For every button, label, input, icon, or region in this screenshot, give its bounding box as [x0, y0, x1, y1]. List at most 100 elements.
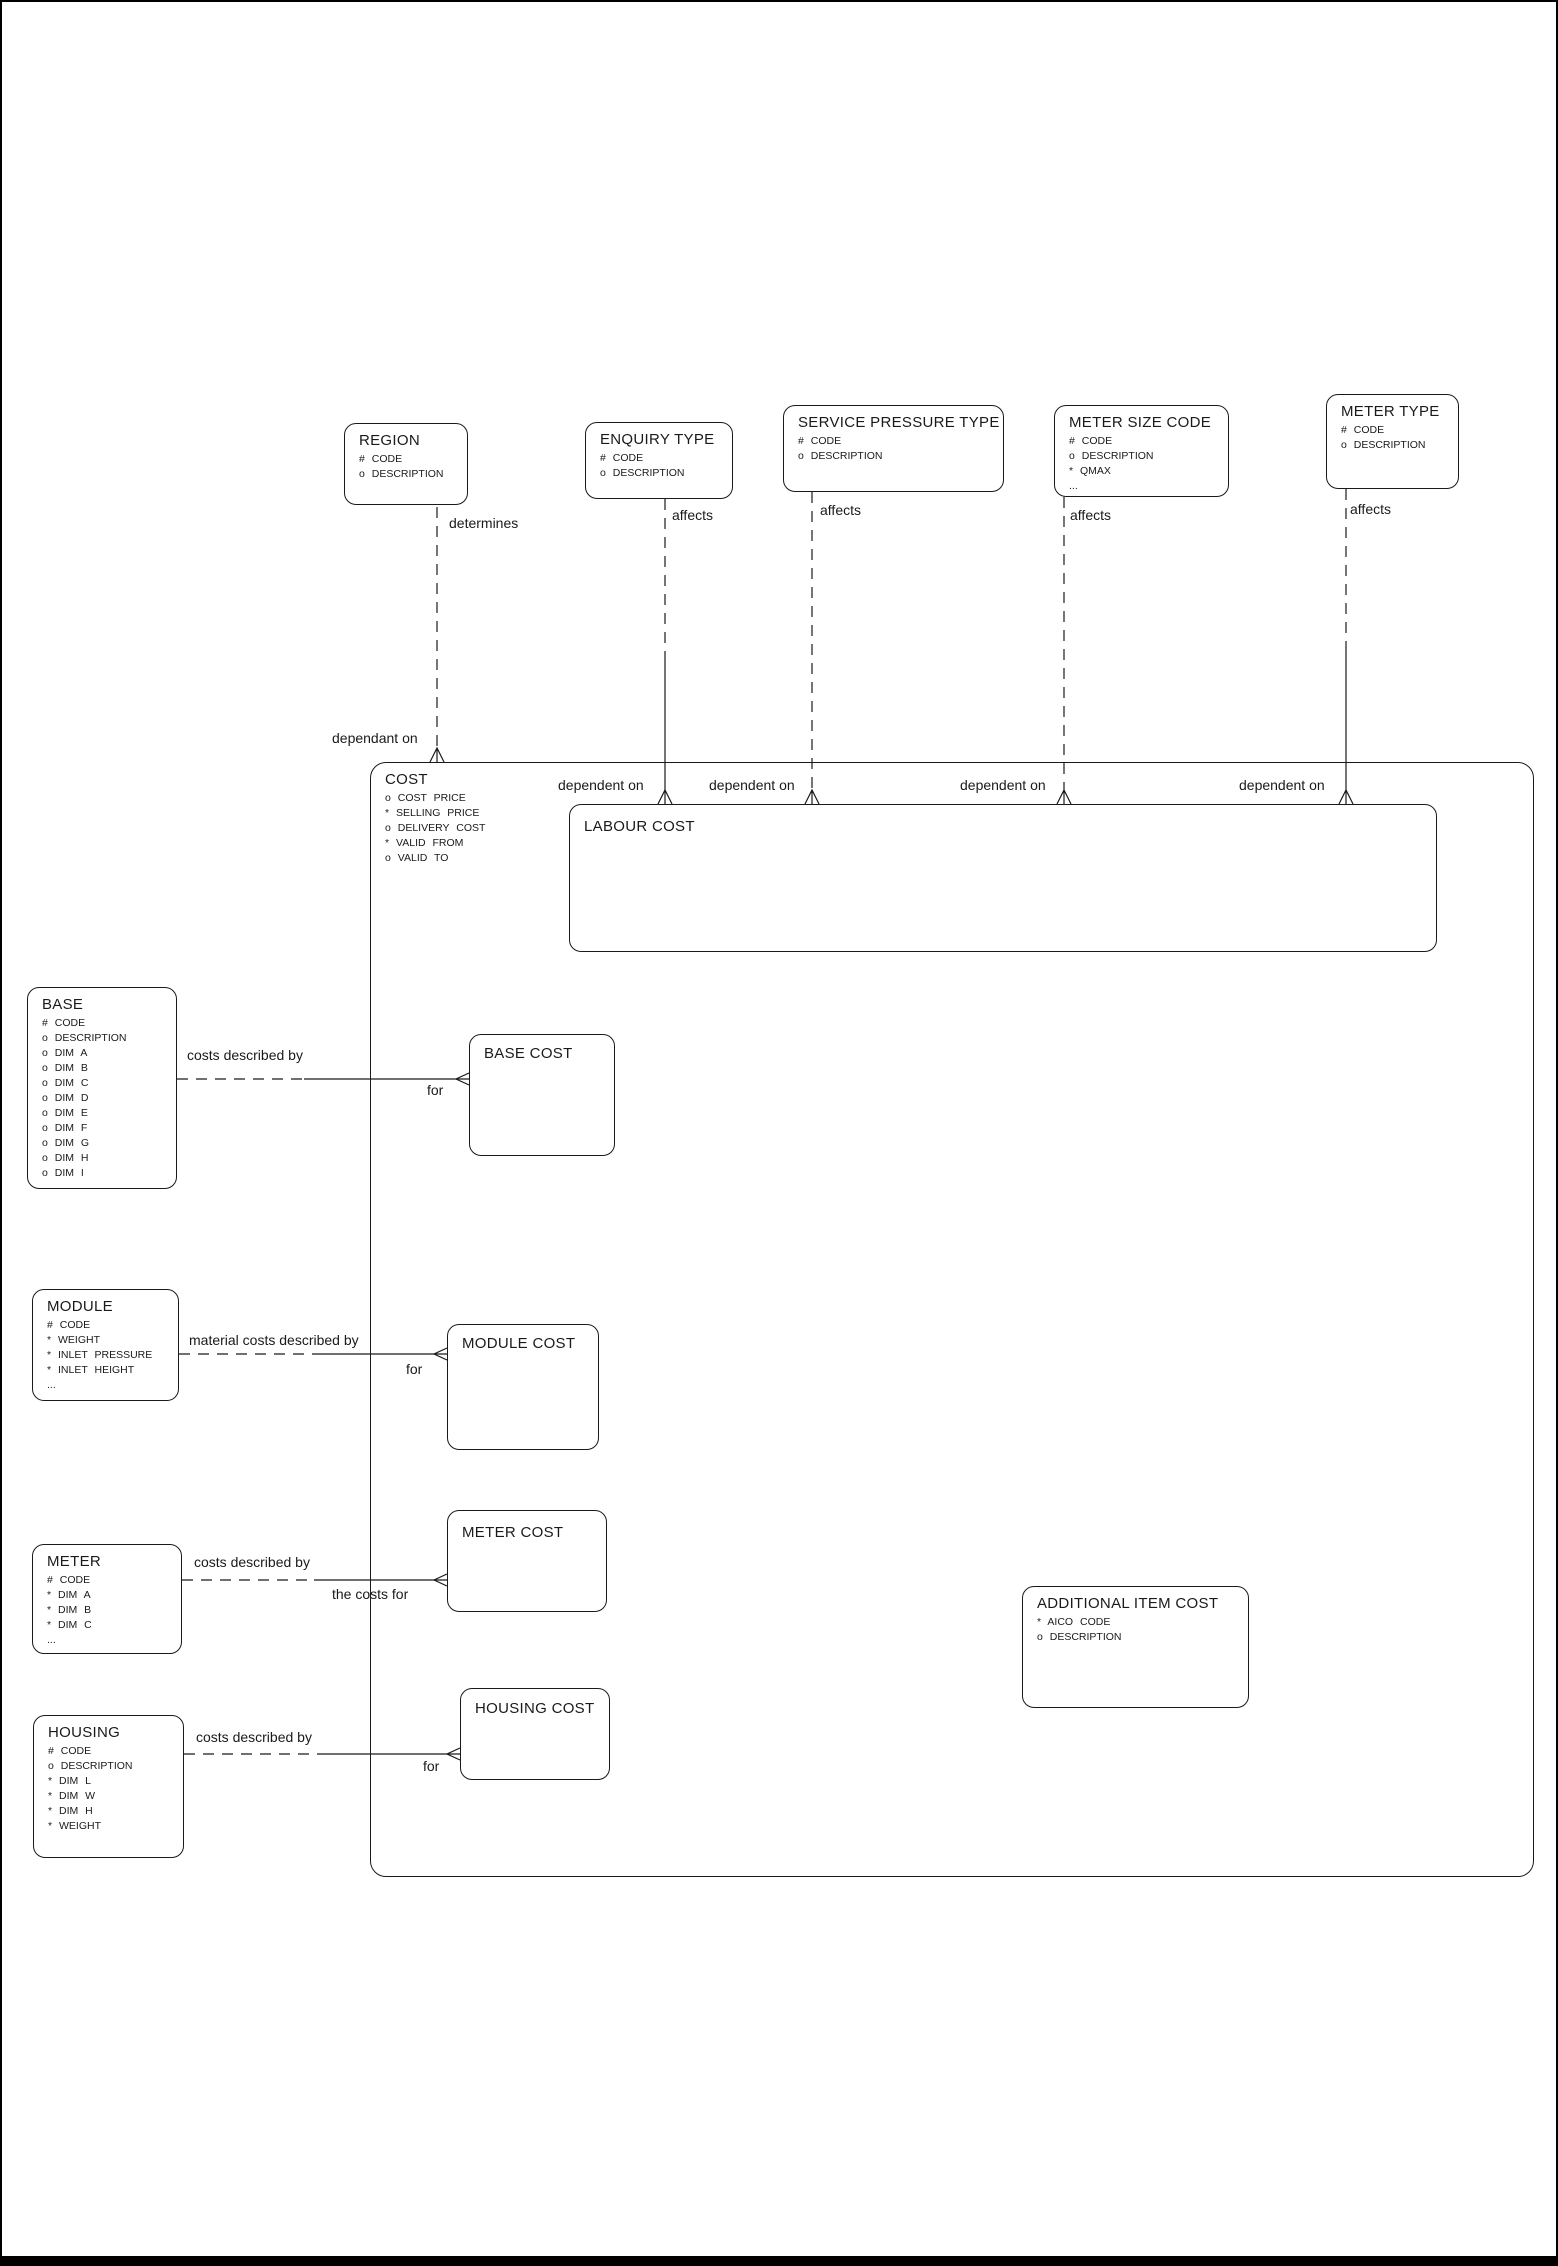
- attribute-list: # CODE o DESCRIPTION: [359, 452, 459, 482]
- entity-title: SERVICE PRESSURE TYPE: [798, 414, 1000, 431]
- relationship-line-service-labour: [804, 492, 820, 805]
- entity-box-module[interactable]: MODULE # CODE * WEIGHT * INLET PRESSURE …: [32, 1289, 179, 1401]
- relationship-label-affects: affects: [672, 507, 713, 523]
- relationship-label-affects: affects: [820, 502, 861, 518]
- attribute-list: o COST PRICE * SELLING PRICE o DELIVERY …: [385, 791, 1525, 866]
- entity-attribute: * INLET PRESSURE: [47, 1349, 153, 1361]
- entity-box-meter-size-code[interactable]: METER SIZE CODE # CODE o DESCRIPTION * Q…: [1054, 405, 1229, 497]
- entity-attribute: # CODE: [1341, 424, 1385, 436]
- relationship-label-for: for: [427, 1082, 444, 1098]
- entity-attribute: ...: [1069, 480, 1078, 492]
- relationship-label-determines: determines: [449, 515, 519, 531]
- entity-box-additional-item-cost[interactable]: ADDITIONAL ITEM COST * AICO CODE o DESCR…: [1022, 1586, 1249, 1708]
- entity-box-housing-cost[interactable]: HOUSING COST: [460, 1688, 610, 1780]
- entity-attribute: o DIM A: [42, 1047, 88, 1059]
- entity-attribute: o COST PRICE: [385, 792, 466, 804]
- attribute-list: # CODE o DESCRIPTION * QMAX ...: [1069, 434, 1220, 494]
- entity-box-housing[interactable]: HOUSING # CODE o DESCRIPTION * DIM L * D…: [33, 1715, 184, 1858]
- entity-title: BASE: [42, 996, 84, 1013]
- relationship-line-region-cost: [429, 507, 445, 763]
- entity-attribute: o DELIVERY COST: [385, 822, 486, 834]
- relationship-label-dependent-on: dependent on: [709, 777, 795, 793]
- relationship-label-dependent-on: dependent on: [960, 777, 1046, 793]
- entity-attribute: o DESCRIPTION: [1341, 439, 1426, 451]
- entity-attribute: o DIM I: [42, 1167, 84, 1179]
- entity-title: HOUSING COST: [475, 1700, 595, 1717]
- entity-box-base[interactable]: BASE # CODE o DESCRIPTION o DIM A o DIM …: [27, 987, 177, 1189]
- entity-attribute: * DIM L: [48, 1775, 92, 1787]
- entity-title: METER SIZE CODE: [1069, 414, 1212, 431]
- entity-attribute: # CODE: [47, 1319, 91, 1331]
- entity-title: COST: [385, 771, 428, 788]
- entity-attribute: o DESCRIPTION: [1037, 1631, 1122, 1643]
- entity-attribute: * SELLING PRICE: [385, 807, 480, 819]
- entity-attribute: o VALID TO: [385, 852, 449, 864]
- attribute-list: # CODE o DESCRIPTION: [798, 434, 995, 464]
- entity-attribute: o DIM D: [42, 1092, 89, 1104]
- entity-attribute: * AICO CODE: [1037, 1616, 1111, 1628]
- entity-box-module-cost[interactable]: MODULE COST: [447, 1324, 599, 1450]
- entity-title: ENQUIRY TYPE: [600, 431, 715, 448]
- attribute-list: # CODE o DESCRIPTION: [1341, 423, 1450, 453]
- entity-attribute: * DIM H: [48, 1805, 93, 1817]
- relationship-label-costs-described-by: costs described by: [187, 1047, 303, 1063]
- entity-box-meter-type[interactable]: METER TYPE # CODE o DESCRIPTION: [1326, 394, 1459, 489]
- entity-attribute: o DIM E: [42, 1107, 88, 1119]
- relationship-line-metertype-labour: [1338, 489, 1354, 805]
- relationship-label-dependent-on: dependent on: [558, 777, 644, 793]
- entity-attribute: o DIM C: [42, 1077, 89, 1089]
- crows-foot-icon: [429, 746, 445, 763]
- entity-title: HOUSING: [48, 1724, 121, 1741]
- relationship-line-enquiry-labour: [657, 499, 673, 805]
- relationship-label-costs-described-by: costs described by: [194, 1554, 310, 1570]
- relationship-label-for: for: [406, 1361, 423, 1377]
- entity-attribute: # CODE: [47, 1574, 91, 1586]
- entity-title: MODULE COST: [462, 1335, 576, 1352]
- attribute-list: # CODE * DIM A * DIM B * DIM C ...: [47, 1573, 173, 1648]
- entity-attribute: # CODE: [1069, 435, 1113, 447]
- entity-title: METER: [47, 1553, 101, 1570]
- entity-attribute: * DIM B: [47, 1604, 92, 1616]
- entity-box-region[interactable]: REGION # CODE o DESCRIPTION: [344, 423, 468, 505]
- attribute-list: # CODE o DESCRIPTION o DIM A o DIM B o D…: [42, 1016, 168, 1181]
- entity-attribute: ...: [47, 1634, 56, 1646]
- attribute-list: # CODE * WEIGHT * INLET PRESSURE * INLET…: [47, 1318, 170, 1393]
- attribute-list: * AICO CODE o DESCRIPTION: [1037, 1615, 1240, 1645]
- entity-title: LABOUR COST: [584, 818, 695, 835]
- entity-attribute: o DIM F: [42, 1122, 88, 1134]
- relationship-label-dependent-on: dependent on: [1239, 777, 1325, 793]
- attribute-list: # CODE o DESCRIPTION * DIM L * DIM W * D…: [48, 1744, 175, 1834]
- entity-attribute: o DIM B: [42, 1062, 88, 1074]
- entity-box-enquiry-type[interactable]: ENQUIRY TYPE # CODE o DESCRIPTION: [585, 422, 733, 499]
- relationship-line-metersize-labour: [1056, 497, 1072, 805]
- entity-attribute: # CODE: [48, 1745, 92, 1757]
- entity-box-base-cost[interactable]: BASE COST: [469, 1034, 615, 1156]
- entity-attribute: # CODE: [798, 435, 842, 447]
- entity-box-cost[interactable]: COST o COST PRICE * SELLING PRICE o DELI…: [370, 762, 1534, 1877]
- entity-box-labour-cost[interactable]: LABOUR COST: [569, 804, 1437, 952]
- entity-box-service-pressure-type[interactable]: SERVICE PRESSURE TYPE # CODE o DESCRIPTI…: [783, 405, 1004, 492]
- entity-box-meter[interactable]: METER # CODE * DIM A * DIM B * DIM C ...: [32, 1544, 182, 1654]
- relationship-label-the-costs-for: the costs for: [332, 1586, 409, 1602]
- relationship-label-for: for: [423, 1758, 440, 1774]
- entity-attribute: # CODE: [600, 452, 644, 464]
- relationship-label-affects: affects: [1070, 507, 1111, 523]
- relationship-label-costs-described-by: costs described by: [196, 1729, 312, 1745]
- entity-box-meter-cost[interactable]: METER COST: [447, 1510, 607, 1612]
- entity-title: METER TYPE: [1341, 403, 1440, 420]
- relationship-label-affects: affects: [1350, 501, 1391, 517]
- entity-attribute: o DESCRIPTION: [600, 467, 685, 479]
- entity-attribute: ...: [47, 1379, 56, 1391]
- entity-attribute: * INLET HEIGHT: [47, 1364, 135, 1376]
- attribute-list: # CODE o DESCRIPTION: [600, 451, 724, 481]
- entity-attribute: * VALID FROM: [385, 837, 464, 849]
- relationship-label-dependant-on: dependant on: [332, 730, 418, 746]
- entity-attribute: * WEIGHT: [48, 1820, 101, 1832]
- relationship-label-material-costs-described-by: material costs described by: [189, 1332, 359, 1348]
- entity-title: BASE COST: [484, 1045, 573, 1062]
- entity-attribute: o DIM H: [42, 1152, 89, 1164]
- entity-attribute: * DIM A: [47, 1589, 91, 1601]
- entity-attribute: * DIM W: [48, 1790, 96, 1802]
- entity-title: MODULE: [47, 1298, 113, 1315]
